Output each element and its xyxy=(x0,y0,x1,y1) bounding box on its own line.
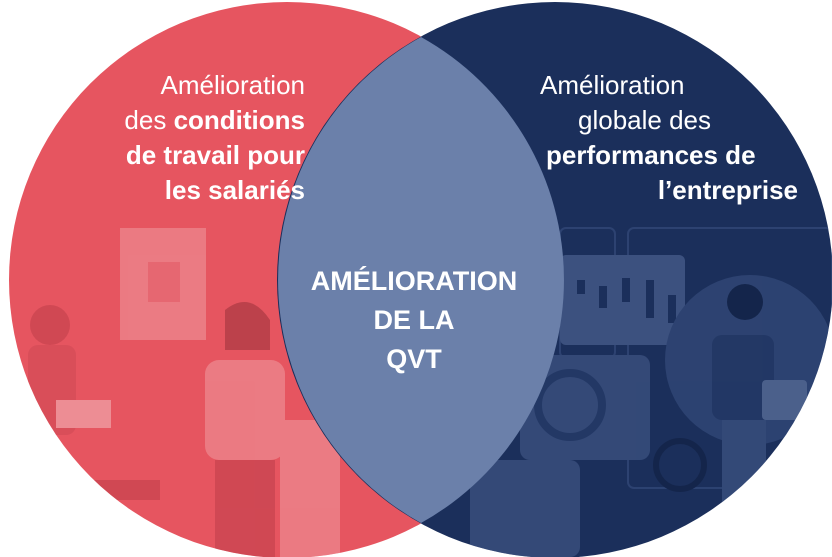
left-label-line3: de travail pour xyxy=(125,140,305,170)
intersection-line1: AMÉLIORATION xyxy=(310,266,518,296)
left-label-line2-bold: conditions xyxy=(173,105,305,135)
left-label-line2-normal: des xyxy=(124,105,174,135)
intersection-lens xyxy=(278,37,564,523)
intersection-line3: QVT xyxy=(386,344,442,374)
left-label-line4: les salariés xyxy=(164,175,305,205)
left-label-line1: Amélioration xyxy=(160,70,305,100)
left-circle-label: Amélioration des conditions de travail p… xyxy=(20,68,305,208)
right-label-line1: Amélioration xyxy=(540,70,685,100)
right-label-line2: globale des xyxy=(578,105,711,135)
right-label-line3: performances de xyxy=(546,140,756,170)
left-label-line2: des conditions xyxy=(20,103,305,138)
intersection-line2: DE LA xyxy=(373,305,455,335)
right-circle-label: Amélioration globale des performances de… xyxy=(520,68,798,208)
intersection-label: AMÉLIORATION DE LA QVT xyxy=(286,262,542,379)
right-label-line4: l’entreprise xyxy=(657,175,798,205)
